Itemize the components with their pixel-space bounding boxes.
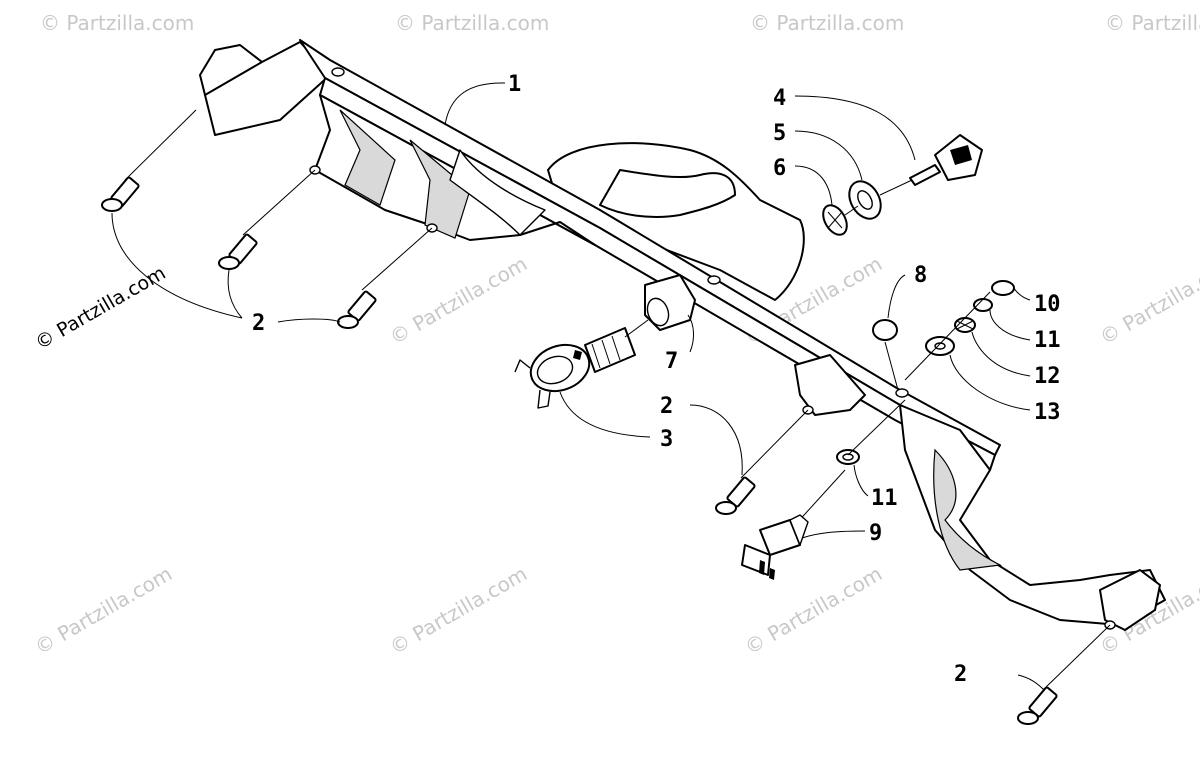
callout-label: 1 xyxy=(508,72,521,97)
screw-part xyxy=(337,290,377,329)
callout-label: 7 xyxy=(665,349,678,374)
washer-part xyxy=(836,449,860,465)
screw-part xyxy=(1017,686,1058,725)
switch-nut-part xyxy=(644,274,696,331)
screw-part xyxy=(218,233,258,270)
callout-label: 12 xyxy=(1034,364,1061,389)
callout-label: 2 xyxy=(954,662,967,687)
watermark-main: © Partzilla.com xyxy=(32,262,170,354)
callout-label: 4 xyxy=(773,86,786,111)
screw-part xyxy=(101,176,140,212)
callout-label: 13 xyxy=(1034,400,1061,425)
washer-part xyxy=(973,298,993,312)
callout-label: 6 xyxy=(773,156,786,181)
console-bracket-part xyxy=(199,39,1166,631)
watermark-faint: © Partzilla.com xyxy=(31,561,177,659)
watermark-faint: © Partzilla.com xyxy=(386,561,532,659)
key-bezel-part xyxy=(848,180,882,220)
lock-washer-part xyxy=(822,204,848,236)
watermark-faint: © Partzilla.com xyxy=(1105,11,1200,35)
callout-label: 11 xyxy=(871,486,898,511)
ignition-switch-part xyxy=(514,327,636,409)
callout-label: 5 xyxy=(773,121,786,146)
watermark-faint: © Partzilla.com xyxy=(741,561,887,659)
callout-label: 10 xyxy=(1034,292,1061,317)
key-part xyxy=(909,134,983,186)
callout-label: 8 xyxy=(914,263,927,288)
callout-label: 11 xyxy=(1034,328,1061,353)
watermark-faint: © Partzilla.com xyxy=(1096,251,1200,349)
watermark-faint: © Partzilla.com xyxy=(750,11,904,35)
callout-label: 3 xyxy=(660,427,673,452)
callout-label: 9 xyxy=(869,521,882,546)
callout-label: 2 xyxy=(660,394,673,419)
callout-label: 2 xyxy=(252,311,265,336)
watermark-faint: © Partzilla.com xyxy=(386,251,532,349)
plug-part xyxy=(872,319,898,341)
screw-part xyxy=(715,476,756,515)
callout-leaders xyxy=(111,82,1046,691)
assembly-lines xyxy=(124,109,1111,691)
watermark-faint: © Partzilla.com xyxy=(40,11,194,35)
toggle-switch-part xyxy=(741,469,846,580)
large-washer-part xyxy=(925,336,955,356)
callout-labels: 1 2 2 2 3 4 5 6 7 8 9 10 11 11 12 13 xyxy=(252,72,1061,687)
nut-part xyxy=(991,280,1015,296)
watermark-faint: © Partzilla.com xyxy=(395,11,549,35)
